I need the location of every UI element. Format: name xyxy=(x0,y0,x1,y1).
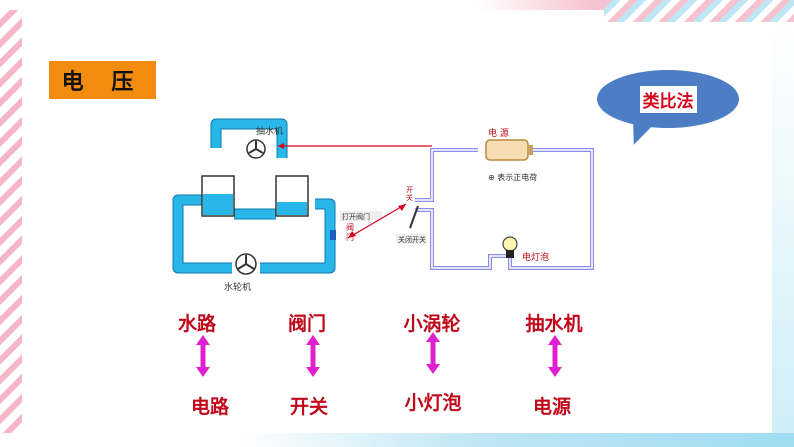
switch-label: 开 xyxy=(406,186,413,194)
double-arrow-3 xyxy=(426,332,440,374)
pair-1-bottom: 电路 xyxy=(190,396,229,418)
pair-2-top: 阀门 xyxy=(287,313,326,335)
pair-4-top: 抽水机 xyxy=(525,313,583,335)
battery-icon xyxy=(485,139,533,161)
source-label: 电 源 xyxy=(488,127,509,139)
decor-corner-stripes xyxy=(604,0,794,22)
slide-title: 电 压 xyxy=(49,61,156,99)
double-arrow-4 xyxy=(548,335,562,377)
turbine-icon xyxy=(235,253,257,275)
water-tanks xyxy=(201,175,309,217)
double-arrow-1 xyxy=(196,335,210,377)
bulb-label: 电灯泡 xyxy=(522,251,549,263)
electric-wires xyxy=(415,148,594,270)
water-pipes xyxy=(172,118,336,274)
pair-4-bottom: 电源 xyxy=(532,396,571,418)
decor-right-edge xyxy=(772,22,794,433)
water-circuit-diagram: 抽水机 水轮机 电 源 ⊕ 表示正电荷 电灯泡 开 关 打开阀门 关闭开关 阀 … xyxy=(172,118,594,293)
valve-icon xyxy=(330,230,336,240)
decor-top-bar xyxy=(0,0,794,10)
svg-text:关: 关 xyxy=(406,193,413,202)
source-note: ⊕ 表示正电荷 xyxy=(488,172,537,182)
switch-close-label: 关闭开关 xyxy=(398,235,426,244)
callout-label: 类比法 xyxy=(639,85,697,113)
pair-1-top: 水路 xyxy=(177,313,216,335)
pump-icon xyxy=(246,139,266,159)
pump-label: 抽水机 xyxy=(256,125,283,137)
double-arrow-2 xyxy=(306,335,320,377)
valve-open-label: 打开阀门 xyxy=(342,212,370,221)
valve-label: 阀 xyxy=(346,223,354,232)
callout-bubble: 类比法 xyxy=(597,70,739,128)
switch-icon xyxy=(409,205,419,229)
decor-stripes-left xyxy=(0,0,22,447)
pair-3-top: 小涡轮 xyxy=(403,313,461,335)
bulb-icon xyxy=(502,236,518,258)
decor-bottom-bar xyxy=(0,433,794,447)
pair-3-bottom: 小灯泡 xyxy=(404,392,462,414)
turbine-label: 水轮机 xyxy=(224,281,251,293)
pair-2-bottom: 开关 xyxy=(289,396,328,418)
